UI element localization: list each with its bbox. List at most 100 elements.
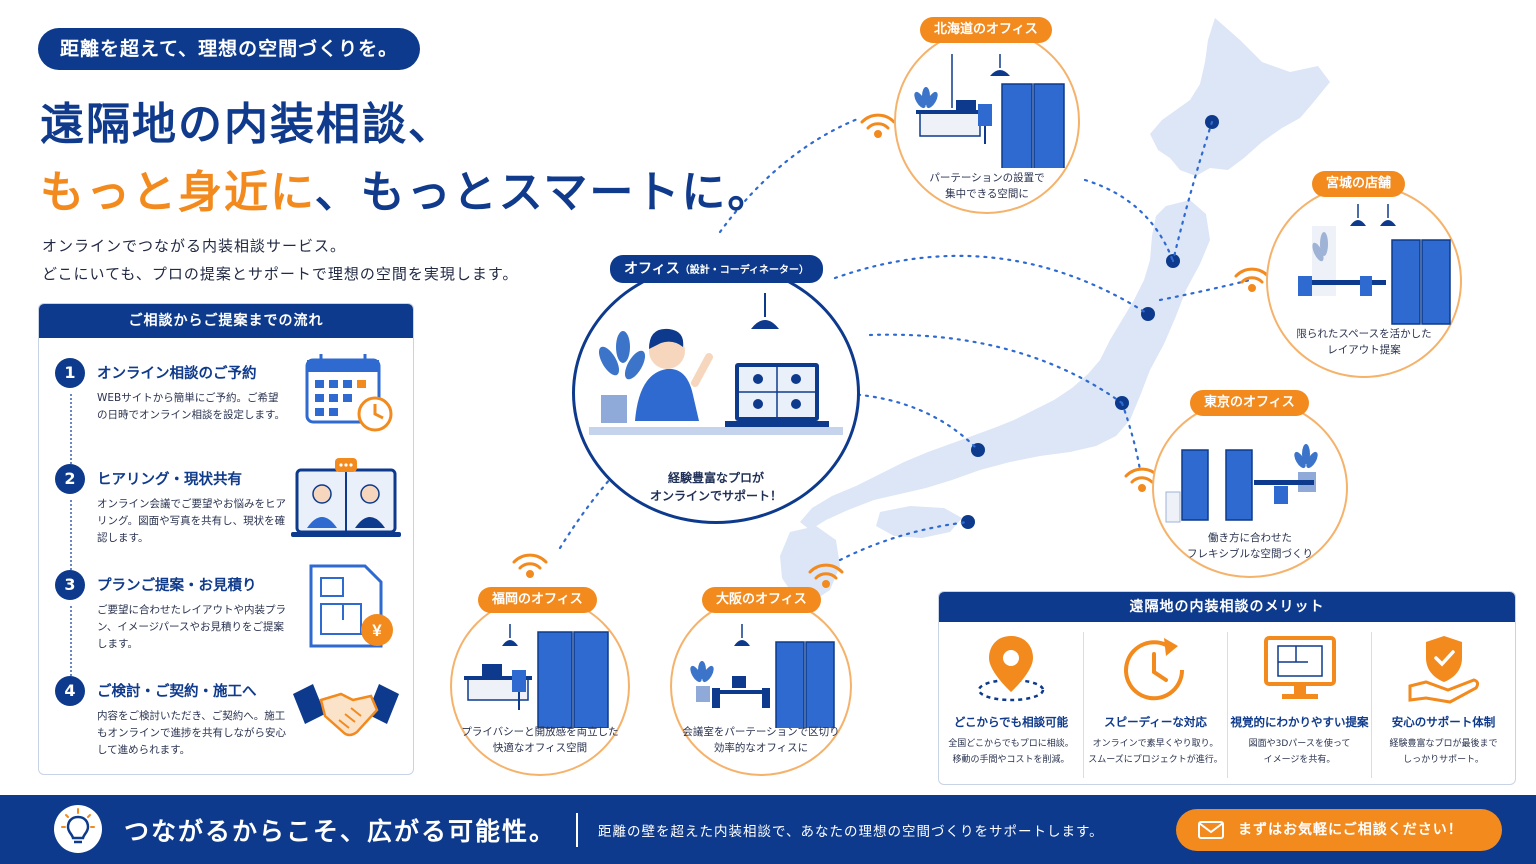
- merit-title: 視覚的にわかりやすい提案: [1230, 715, 1369, 729]
- osaka-office-bubble: 会議室をパーテーションで区切り 効率的なオフィスに: [670, 596, 852, 776]
- caption-line-2: レイアウト提案: [1327, 344, 1401, 356]
- caption-line-1: プライバシーと開放感を両立した: [461, 726, 619, 738]
- merit-desc-line-1: オンラインで素早くやり取り。: [1092, 739, 1219, 749]
- step-title: プランご提案・お見積り: [97, 578, 257, 594]
- online-consultant-illustration: [589, 293, 843, 435]
- miyagi-store-tag: 宮城の店舗: [1312, 171, 1406, 197]
- footer-divider: [576, 813, 578, 847]
- merit-desc-line-1: 全国どこからでもプロに相談。: [948, 739, 1074, 749]
- tokyo-office-tag: 東京のオフィス: [1190, 390, 1309, 416]
- office-partition-illustration: [914, 54, 1065, 168]
- miyagi-store-bubble: 限られたスペースを活かした レイアウト提案: [1266, 184, 1462, 378]
- headline-line-1: 遠隔地の内装相談、: [40, 99, 454, 150]
- hokkaido-office-bubble: パーテーションの設置で 集中できる空間に: [894, 28, 1080, 214]
- lead-text: オンラインでつながる内装相談サービス。 どこにいても、プロの提案とサポートで理想…: [42, 232, 518, 288]
- headline-highlight: もっと身近に: [40, 167, 315, 218]
- center-caption-line-1: 経験豊富なプロが: [667, 471, 764, 485]
- center-tag-small: （設計・コーディネーター）: [679, 265, 810, 276]
- location-caption: 会議室をパーテーションで区切り 効率的なオフィスに: [672, 724, 850, 756]
- store-layout-illustration: [1298, 204, 1451, 325]
- merit-desc: オンラインで素早くやり取り。 スムーズにプロジェクトが進行。: [1084, 736, 1227, 768]
- location-caption: プライバシーと開放感を両立した 快適なオフィス空間: [452, 724, 628, 756]
- flexible-office-illustration: [1165, 444, 1318, 523]
- step-number: 3: [55, 570, 85, 600]
- merit-desc-line-2: イメージを共有。: [1263, 755, 1336, 765]
- caption-line-1: 会議室をパーテーションで区切り: [682, 726, 840, 738]
- shield-hand-icon: [1408, 636, 1479, 704]
- caption-line-2: フレキシブルな空間づくり: [1187, 548, 1313, 560]
- step-number: 1: [55, 358, 85, 388]
- merit-desc: 全国どこからでもプロに相談。 移動の手間やコストを削減。: [939, 736, 1083, 768]
- hokkaido-office-tag: 北海道のオフィス: [920, 17, 1052, 43]
- location-pin-icon: [977, 636, 1045, 702]
- mail-icon: [1198, 821, 1224, 839]
- lead-line-2: どこにいても、プロの提案とサポートで理想の空間を実現します。: [42, 265, 519, 283]
- fukuoka-office-bubble: プライバシーと開放感を両立した 快適なオフィス空間: [450, 596, 630, 776]
- caption-line-1: 働き方に合わせた: [1208, 532, 1292, 544]
- step-number: 4: [55, 676, 85, 706]
- footer-bar: つながるからこそ、広がる可能性。 距離の壁を超えた内装相談で、あなたの理想の空間…: [0, 795, 1536, 864]
- merit-desc-line-2: スムーズにプロジェクトが進行。: [1088, 755, 1223, 765]
- merit-desc-line-1: 経験豊富なプロが最後まで: [1389, 739, 1498, 749]
- location-caption: 働き方に合わせた フレキシブルな空間づくり: [1154, 530, 1346, 562]
- private-office-illustration: [464, 624, 609, 728]
- location-caption: パーテーションの設置で 集中できる空間に: [896, 170, 1078, 202]
- calendar-clock-icon: [305, 354, 393, 432]
- contact-cta-button[interactable]: まずはお気軽にご相談ください！: [1176, 809, 1502, 851]
- merit-title: どこからでも相談可能: [953, 715, 1069, 729]
- step-title: オンライン相談のご予約: [97, 366, 257, 382]
- step-connector: [70, 394, 72, 464]
- video-call-icon: [291, 458, 401, 537]
- step-desc: WEBサイトから簡単にご予約。ご希望の日時でオンライン相談を設定します。: [97, 392, 285, 421]
- caption-line-2: 効率的なオフィスに: [713, 742, 809, 754]
- merit-item-anywhere: どこからでも相談可能 全国どこからでもプロに相談。 移動の手間やコストを削減。: [939, 632, 1083, 778]
- svg-text:¥: ¥: [372, 621, 382, 640]
- merit-item-speedy: スピーディーな対応 オンラインで素早くやり取り。 スムーズにプロジェクトが進行。: [1083, 632, 1227, 778]
- merit-item-support: 安心のサポート体制 経験豊富なプロが最後まで しっかりサポート。: [1371, 632, 1515, 778]
- center-caption: 経験豊富なプロが オンラインでサポート！: [575, 469, 857, 505]
- step-title: ヒアリング・現状共有: [97, 472, 242, 488]
- center-caption-line-2: オンラインでサポート！: [649, 489, 782, 503]
- merit-desc-line-2: しっかりサポート。: [1403, 755, 1484, 765]
- step-desc: 内容をご検討いただき、ご契約へ。施工もオンラインで進捗を共有しながら安心して進め…: [97, 710, 286, 756]
- headline-rest: 、もっとスマートに。: [314, 167, 774, 218]
- flow-title: ご相談からご提案までの流れ: [39, 304, 413, 338]
- step-number: 2: [55, 464, 85, 494]
- step-title: ご検討・ご契約・施工へ: [97, 684, 257, 700]
- merit-desc-line-2: 移動の手間やコストを削減。: [952, 755, 1070, 765]
- caption-line-2: 集中できる空間に: [945, 188, 1029, 200]
- lead-line-1: オンラインでつながる内装相談サービス。: [42, 237, 347, 255]
- step-desc: ご要望に合わせたレイアウトや内装プラン、イメージパースやお見積りをご提案します。: [97, 604, 286, 650]
- headline-line-2: もっと身近に、もっとスマートに。: [40, 156, 773, 220]
- merit-desc: 経験豊富なプロが最後まで しっかりサポート。: [1372, 736, 1515, 768]
- tagline-pill: 距離を超えて、理想の空間づくりを。: [38, 28, 421, 70]
- merit-title: スピーディーな対応: [1104, 715, 1207, 729]
- merit-desc-line-1: 図面や3Dパースを使って: [1248, 739, 1351, 749]
- center-tag-label: オフィス: [624, 261, 680, 277]
- flow-panel: ご相談からご提案までの流れ 1 オンライン相談のご予約 WEBサイトから簡単にご…: [38, 303, 414, 775]
- step-desc: オンライン会議でご要望やお悩みをヒアリング。図面や写真を共有し、現状を確認します…: [97, 498, 286, 544]
- center-office-bubble: 経験豊富なプロが オンラインでサポート！: [572, 262, 860, 524]
- footer-slogan: つながるからこそ、広がる可能性。: [124, 817, 557, 846]
- merits-title: 遠隔地の内装相談のメリット: [939, 592, 1515, 622]
- center-office-tag: オフィス（設計・コーディネーター）: [610, 255, 824, 283]
- osaka-office-tag: 大阪のオフィス: [702, 587, 821, 613]
- floorplan-yen-icon: ¥: [309, 564, 393, 648]
- lightbulb-icon: [54, 805, 102, 853]
- merit-item-visual: 視覚的にわかりやすい提案 図面や3Dパースを使って イメージを共有。: [1227, 632, 1371, 778]
- merit-desc: 図面や3Dパースを使って イメージを共有。: [1228, 736, 1371, 768]
- merits-panel: 遠隔地の内装相談のメリット どこからでも相談可能 全国どこからでもプロに相談。 …: [938, 591, 1516, 785]
- caption-line-1: パーテーションの設置で: [929, 172, 1045, 184]
- fukuoka-office-tag: 福岡のオフィス: [478, 587, 597, 613]
- caption-line-2: 快適なオフィス空間: [492, 742, 588, 754]
- caption-line-1: 限られたスペースを活かした: [1296, 328, 1432, 340]
- step-connector: [70, 500, 72, 570]
- cta-label: まずはお気軽にご相談ください！: [1238, 822, 1463, 838]
- clock-arrow-icon: [1123, 638, 1184, 701]
- meeting-room-illustration: [690, 624, 835, 728]
- handshake-icon: [293, 684, 399, 737]
- step-connector: [70, 606, 72, 676]
- footer-subtext: 距離の壁を超えた内装相談で、あなたの理想の空間づくりをサポートします。: [598, 824, 1104, 840]
- tokyo-office-bubble: 働き方に合わせた フレキシブルな空間づくり: [1152, 398, 1348, 578]
